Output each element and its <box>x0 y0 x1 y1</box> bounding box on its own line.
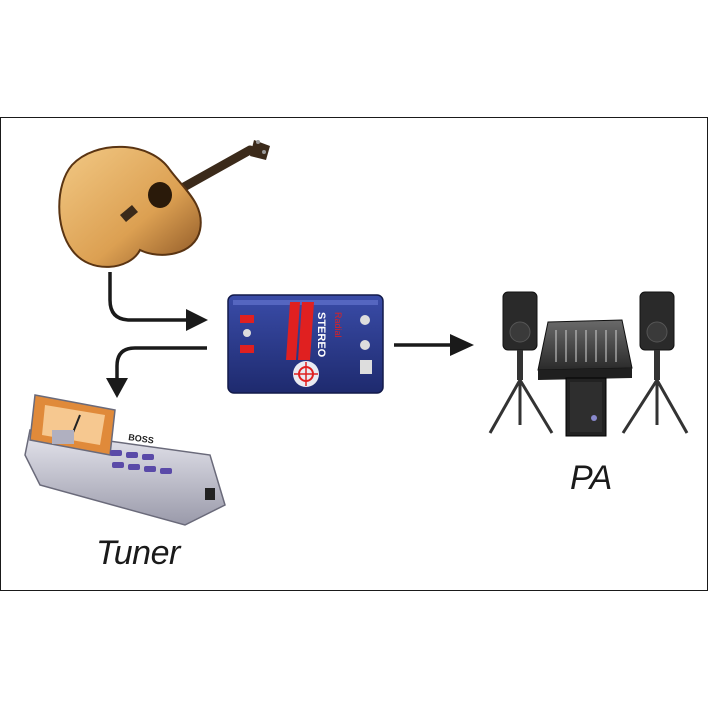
di-to-tuner-arrowhead <box>106 378 128 398</box>
acoustic-guitar-icon <box>58 140 270 268</box>
di-to-pa-arrowhead <box>450 334 474 356</box>
tuner-icon: BOSS <box>24 394 226 526</box>
pa-system-icon <box>488 291 689 437</box>
pa-label: PA <box>570 459 612 497</box>
guitar-to-di-arrowhead <box>186 309 208 331</box>
tuner-label: Tuner <box>96 534 180 572</box>
di-brand: Radial <box>333 312 343 338</box>
signal-arrows <box>106 272 474 398</box>
di-to-tuner-arrow <box>115 346 207 383</box>
di-subtitle: STEREO <box>315 312 327 358</box>
di-box-icon: Radial STEREO <box>227 294 384 394</box>
tuner-brand: BOSS <box>128 432 155 445</box>
guitar-to-di-arrow <box>108 272 192 322</box>
